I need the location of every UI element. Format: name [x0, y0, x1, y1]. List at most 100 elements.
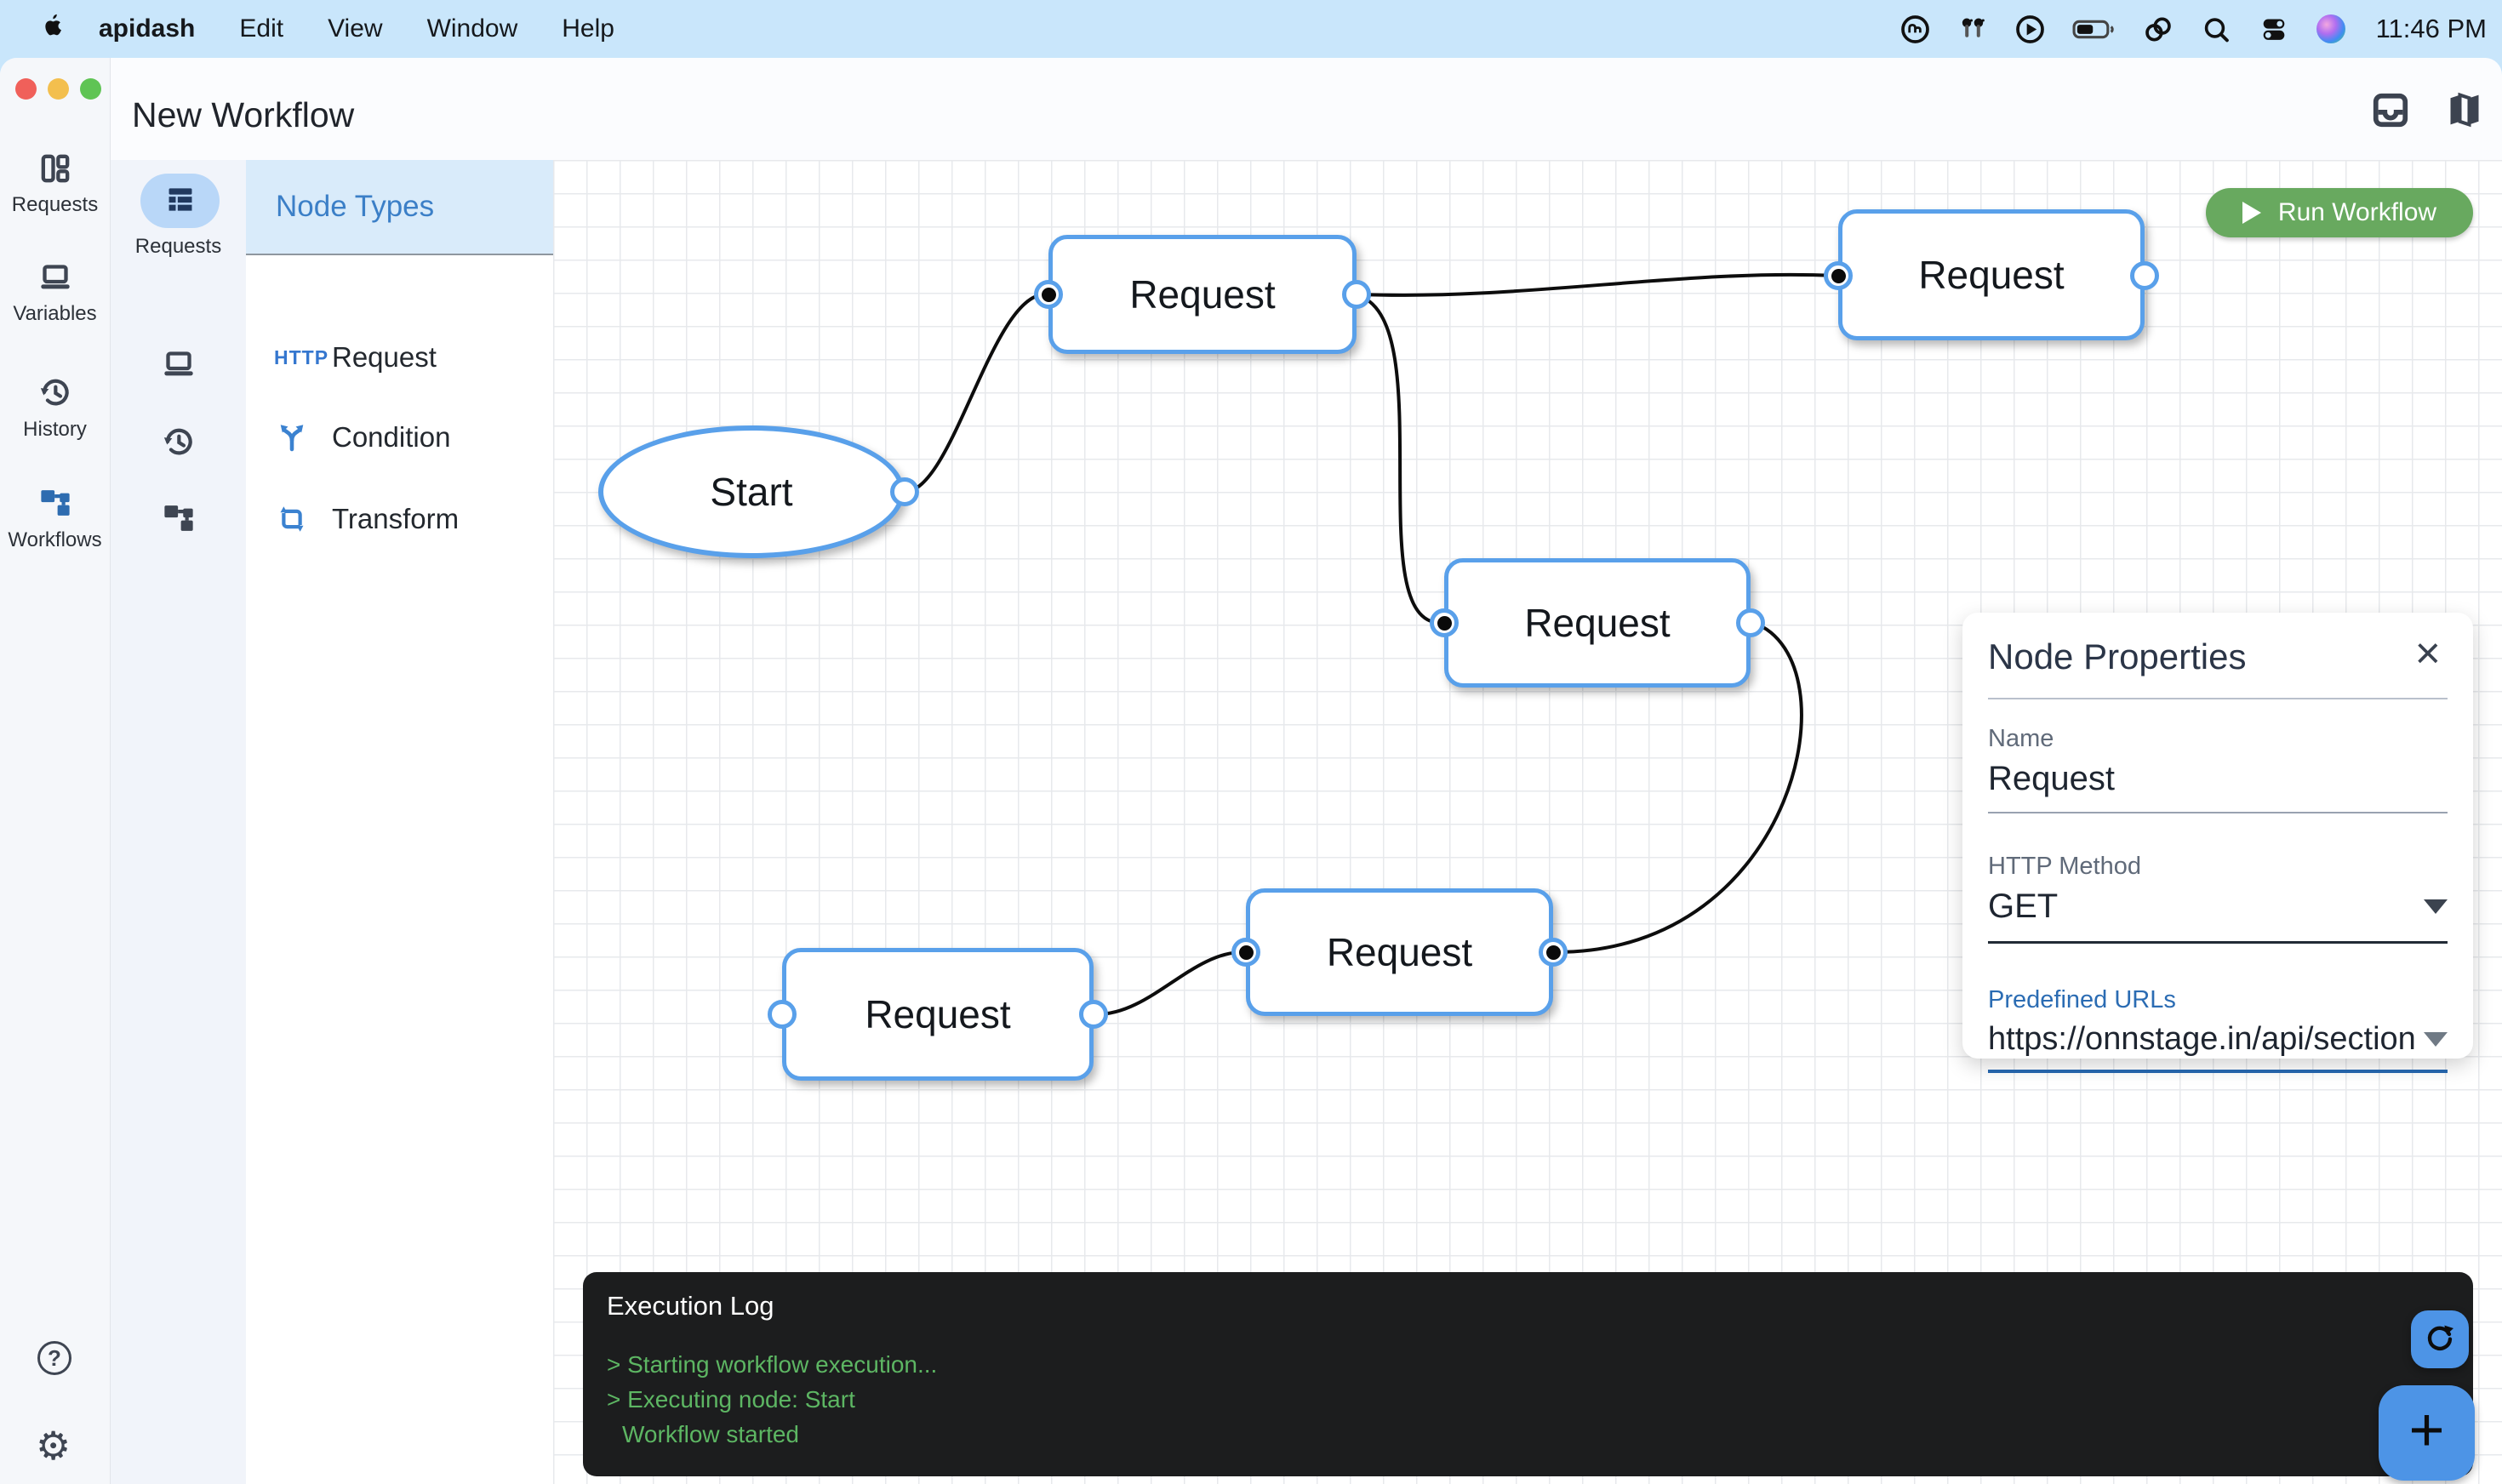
layout-icon — [38, 154, 72, 189]
refresh-icon — [2423, 1321, 2457, 1359]
urls-field-label: Predefined URLs — [1988, 986, 2176, 1013]
settings-gear-icon: ⚙ — [36, 1424, 71, 1468]
node-request-1[interactable]: Request — [1048, 235, 1357, 354]
node-request-5[interactable]: Request — [1246, 888, 1553, 1016]
palette-item-request[interactable]: HTTP Request — [246, 323, 553, 391]
palette-item-condition[interactable]: Condition — [246, 403, 553, 471]
port-request4-input[interactable] — [768, 1000, 797, 1029]
close-window-button[interactable] — [15, 78, 37, 100]
node-request-3[interactable]: Request — [1444, 558, 1751, 688]
port-request1-output[interactable] — [1342, 280, 1371, 309]
execution-log-title: Execution Log — [607, 1291, 774, 1321]
apple-menu-icon[interactable] — [43, 13, 65, 45]
divider — [1988, 698, 2448, 699]
menu-app-name[interactable]: apidash — [99, 14, 196, 43]
secondary-tab-workflows[interactable] — [111, 500, 246, 540]
secondary-tab-history[interactable] — [111, 424, 246, 464]
map-icon[interactable] — [2446, 90, 2483, 134]
plus-icon: + — [2408, 1396, 2445, 1464]
node-label: Request — [1918, 253, 2065, 297]
play-icon — [2242, 202, 2261, 224]
port-request5-input[interactable] — [1231, 938, 1260, 967]
port-request1-input[interactable] — [1034, 280, 1063, 309]
port-request2-output[interactable] — [2130, 261, 2159, 290]
table-list-icon — [163, 183, 197, 220]
http-icon: HTTP — [274, 345, 329, 368]
log-line: > Starting workflow execution... — [607, 1351, 938, 1378]
sidebar-item-requests[interactable]: Requests — [0, 151, 110, 217]
node-label: Request — [1326, 930, 1473, 974]
creative-cloud-icon[interactable] — [1899, 14, 1931, 45]
inbox-tray-icon[interactable] — [2371, 90, 2410, 134]
method-dropdown[interactable]: GET — [1988, 888, 2448, 944]
method-field-label: HTTP Method — [1988, 853, 2141, 880]
port-request4-output[interactable] — [1079, 1000, 1108, 1029]
node-palette-header: Node Types — [246, 160, 553, 255]
airpods-icon[interactable] — [1956, 14, 1989, 45]
node-label: Request — [1524, 601, 1671, 645]
url-value: https://onnstage.in/api/section — [1988, 1021, 2416, 1057]
node-request-4[interactable]: Request — [782, 948, 1094, 1081]
main-sidebar: Requests Variables History Workflows ? ⚙ — [0, 58, 111, 1484]
settings-button[interactable]: ⚙ — [36, 1426, 71, 1465]
play-circle-icon[interactable] — [2014, 14, 2046, 45]
minimize-window-button[interactable] — [48, 78, 69, 100]
secondary-tab-variables[interactable] — [111, 347, 246, 385]
laptop-icon — [160, 347, 197, 385]
log-line: Workflow started — [622, 1421, 799, 1447]
palette-item-transform[interactable]: Transform — [246, 485, 553, 553]
battery-icon[interactable] — [2071, 14, 2116, 45]
port-request2-input[interactable] — [1824, 261, 1853, 290]
run-workflow-button[interactable]: Run Workflow — [2206, 188, 2473, 237]
port-start-output[interactable] — [890, 477, 919, 506]
menu-window[interactable]: Window — [426, 14, 518, 43]
menu-edit[interactable]: Edit — [239, 14, 284, 43]
sidebar-item-variables[interactable]: Variables — [0, 260, 110, 326]
close-icon[interactable]: × — [2414, 629, 2441, 678]
transform-icon — [274, 501, 323, 537]
menu-clock: 11:46 PM — [2375, 14, 2487, 43]
help-glyph: ? — [48, 1344, 61, 1371]
node-start[interactable]: Start — [598, 425, 905, 558]
maximize-window-button[interactable] — [80, 78, 101, 100]
chevron-down-icon — [2424, 1032, 2448, 1047]
search-icon[interactable] — [2201, 14, 2231, 45]
history-icon — [37, 379, 73, 414]
status-icon-tray: 11:46 PM — [1899, 0, 2487, 58]
hotspot-link-icon[interactable] — [2141, 14, 2175, 45]
control-center-icon[interactable] — [2257, 14, 2291, 45]
node-label: Request — [1129, 272, 1276, 317]
port-request5-output[interactable] — [1539, 938, 1568, 967]
secondary-tab-requests-active[interactable] — [140, 174, 220, 228]
sidebar-item-history[interactable]: History — [0, 374, 110, 442]
laptop-icon — [37, 265, 74, 298]
sidebar-item-label: Variables — [13, 302, 97, 325]
menu-view[interactable]: View — [328, 14, 383, 43]
siri-icon[interactable] — [2316, 14, 2345, 43]
menu-bar: apidash Edit View Window Help 11:46 PM — [0, 0, 2502, 58]
refresh-log-button[interactable] — [2411, 1310, 2469, 1368]
workflow-icon — [37, 490, 73, 524]
node-label: Start — [710, 470, 793, 514]
url-dropdown[interactable]: https://onnstage.in/api/section — [1988, 1021, 2448, 1073]
menu-help[interactable]: Help — [562, 14, 614, 43]
app-window: Requests Variables History Workflows ? ⚙… — [0, 58, 2502, 1484]
run-workflow-label: Run Workflow — [2277, 198, 2437, 226]
node-palette-title: Node Types — [276, 190, 435, 223]
palette-item-label: Transform — [332, 503, 460, 534]
palette-item-label: Condition — [332, 421, 451, 453]
add-node-button[interactable]: + — [2379, 1385, 2475, 1481]
port-request3-output[interactable] — [1736, 608, 1765, 637]
node-label: Request — [865, 992, 1011, 1036]
node-request-2[interactable]: Request — [1838, 209, 2145, 340]
name-field-input[interactable]: Request — [1988, 760, 2448, 813]
sidebar-item-workflows[interactable]: Workflows — [0, 485, 110, 552]
help-button[interactable]: ? — [37, 1341, 71, 1375]
page-title: New Workflow — [132, 95, 355, 134]
secondary-tab-label: Requests — [134, 235, 222, 258]
workflow-icon — [161, 500, 197, 540]
secondary-sidebar: Requests — [111, 160, 246, 1484]
name-field-label: Name — [1988, 725, 2054, 752]
port-request3-input[interactable] — [1430, 608, 1459, 637]
execution-log-panel: Execution Log > Starting workflow execut… — [583, 1272, 2473, 1476]
